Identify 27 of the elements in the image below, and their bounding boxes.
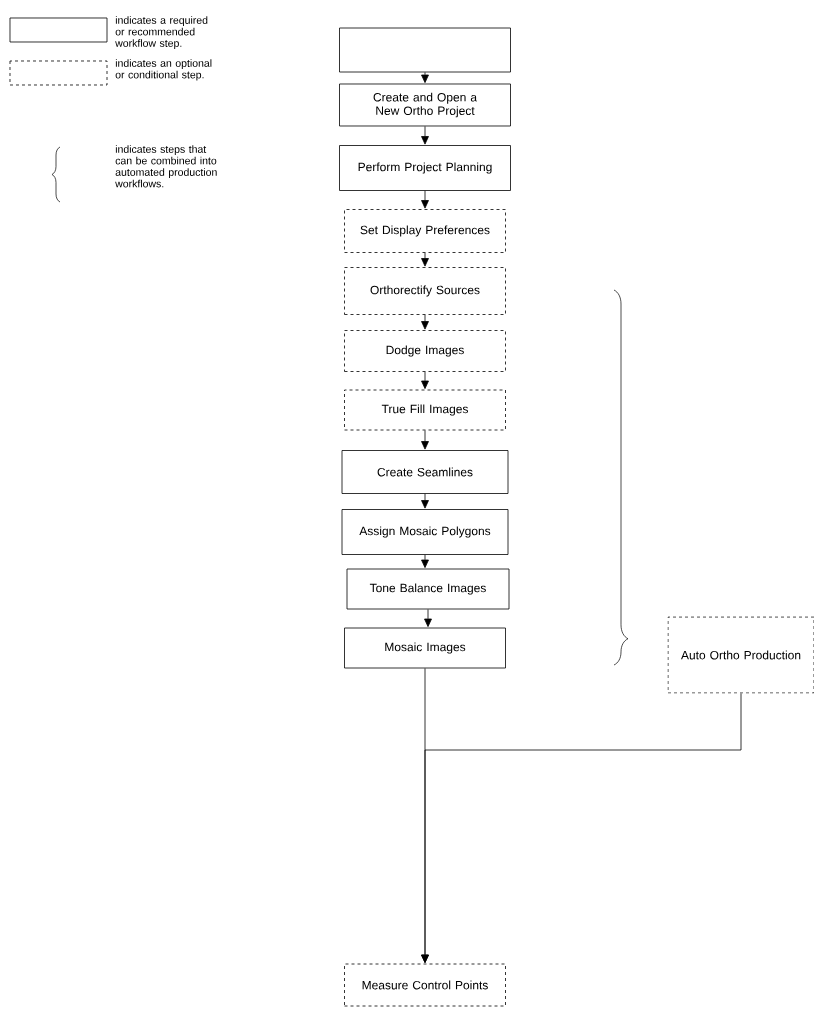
optional-step-box: Set Display Preferences bbox=[344, 209, 506, 253]
step-box bbox=[339, 27, 511, 73]
legend-entry: indicates a required or recommended workflow step. bbox=[9, 16, 208, 49]
step-box: Tone Balance Images bbox=[346, 568, 510, 610]
optional-step-box: Orthorectify Sources bbox=[344, 267, 506, 315]
step-box: Assign Mosaic Polygons bbox=[341, 509, 509, 555]
step-box: Perform Project Planning bbox=[339, 145, 511, 191]
step-box: Mosaic Images bbox=[344, 627, 506, 669]
arrow bbox=[421, 252, 429, 267]
arrow bbox=[421, 314, 429, 330]
arrow bbox=[421, 126, 429, 145]
arrow bbox=[421, 430, 429, 450]
step-box: Create Seamlines bbox=[341, 450, 509, 494]
optional-step-box: True Fill Images bbox=[344, 389, 506, 431]
step-box: Create and Open a New Ortho Project bbox=[339, 83, 511, 127]
arrow bbox=[421, 693, 742, 963]
optional-step-box: Auto Ortho Production bbox=[667, 616, 814, 694]
arrow bbox=[421, 371, 429, 389]
arrow bbox=[421, 190, 429, 209]
arrow bbox=[421, 493, 429, 509]
arrow bbox=[424, 609, 432, 627]
legend-entry: indicates steps that can be combined into automated production workflows. bbox=[51, 145, 217, 203]
arrow bbox=[421, 554, 429, 568]
optional-step-box: Measure Control Points bbox=[344, 963, 506, 1007]
legend-entry: indicates an optional or conditional step. bbox=[9, 59, 212, 86]
arrow bbox=[421, 72, 429, 83]
optional-step-box: Dodge Images bbox=[344, 330, 506, 372]
